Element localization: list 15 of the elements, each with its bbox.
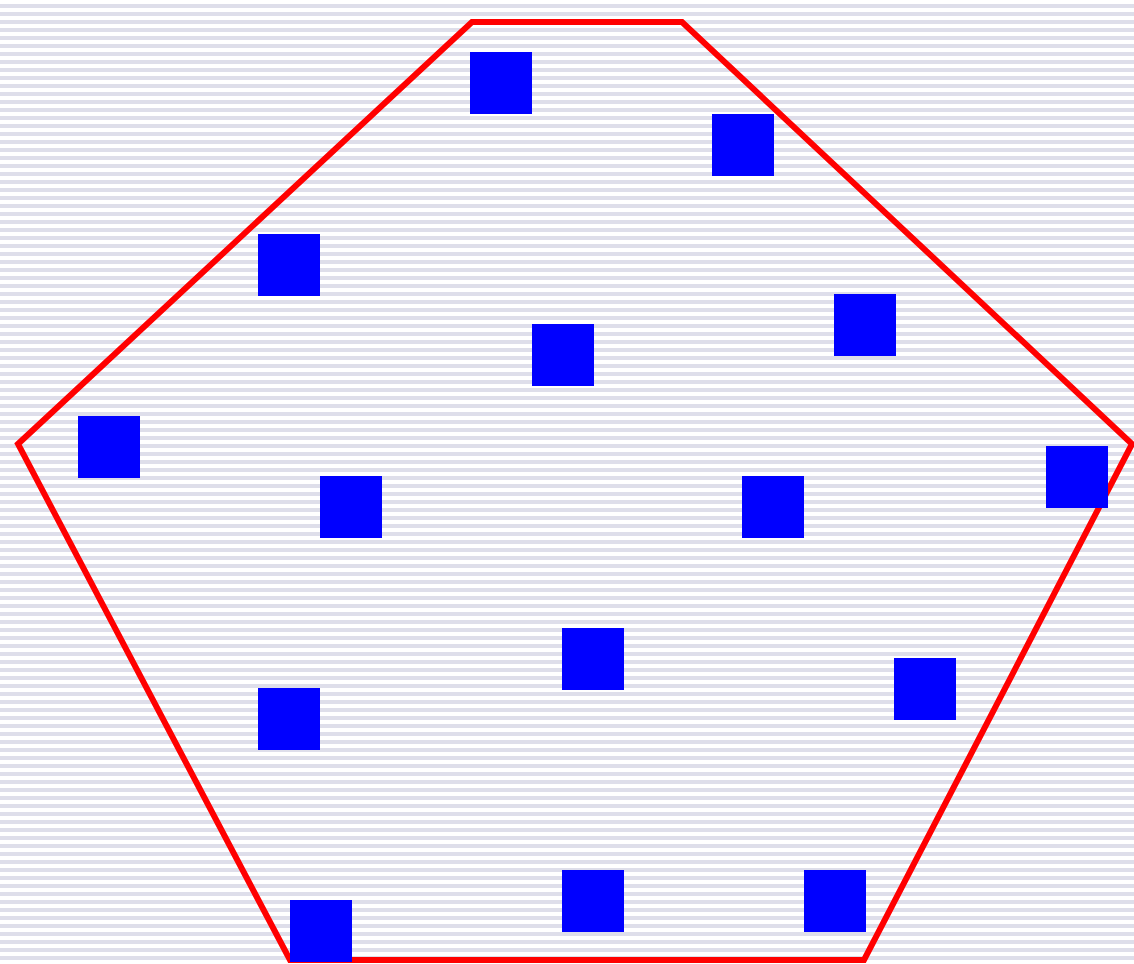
square bbox=[258, 234, 320, 296]
square bbox=[78, 416, 140, 478]
square bbox=[290, 900, 352, 962]
square bbox=[470, 52, 532, 114]
square bbox=[804, 870, 866, 932]
square bbox=[834, 294, 896, 356]
square bbox=[258, 688, 320, 750]
square bbox=[712, 114, 774, 176]
square bbox=[532, 324, 594, 386]
square bbox=[1046, 446, 1108, 508]
square bbox=[562, 628, 624, 690]
square bbox=[320, 476, 382, 538]
square bbox=[742, 476, 804, 538]
square bbox=[894, 658, 956, 720]
square bbox=[562, 870, 624, 932]
